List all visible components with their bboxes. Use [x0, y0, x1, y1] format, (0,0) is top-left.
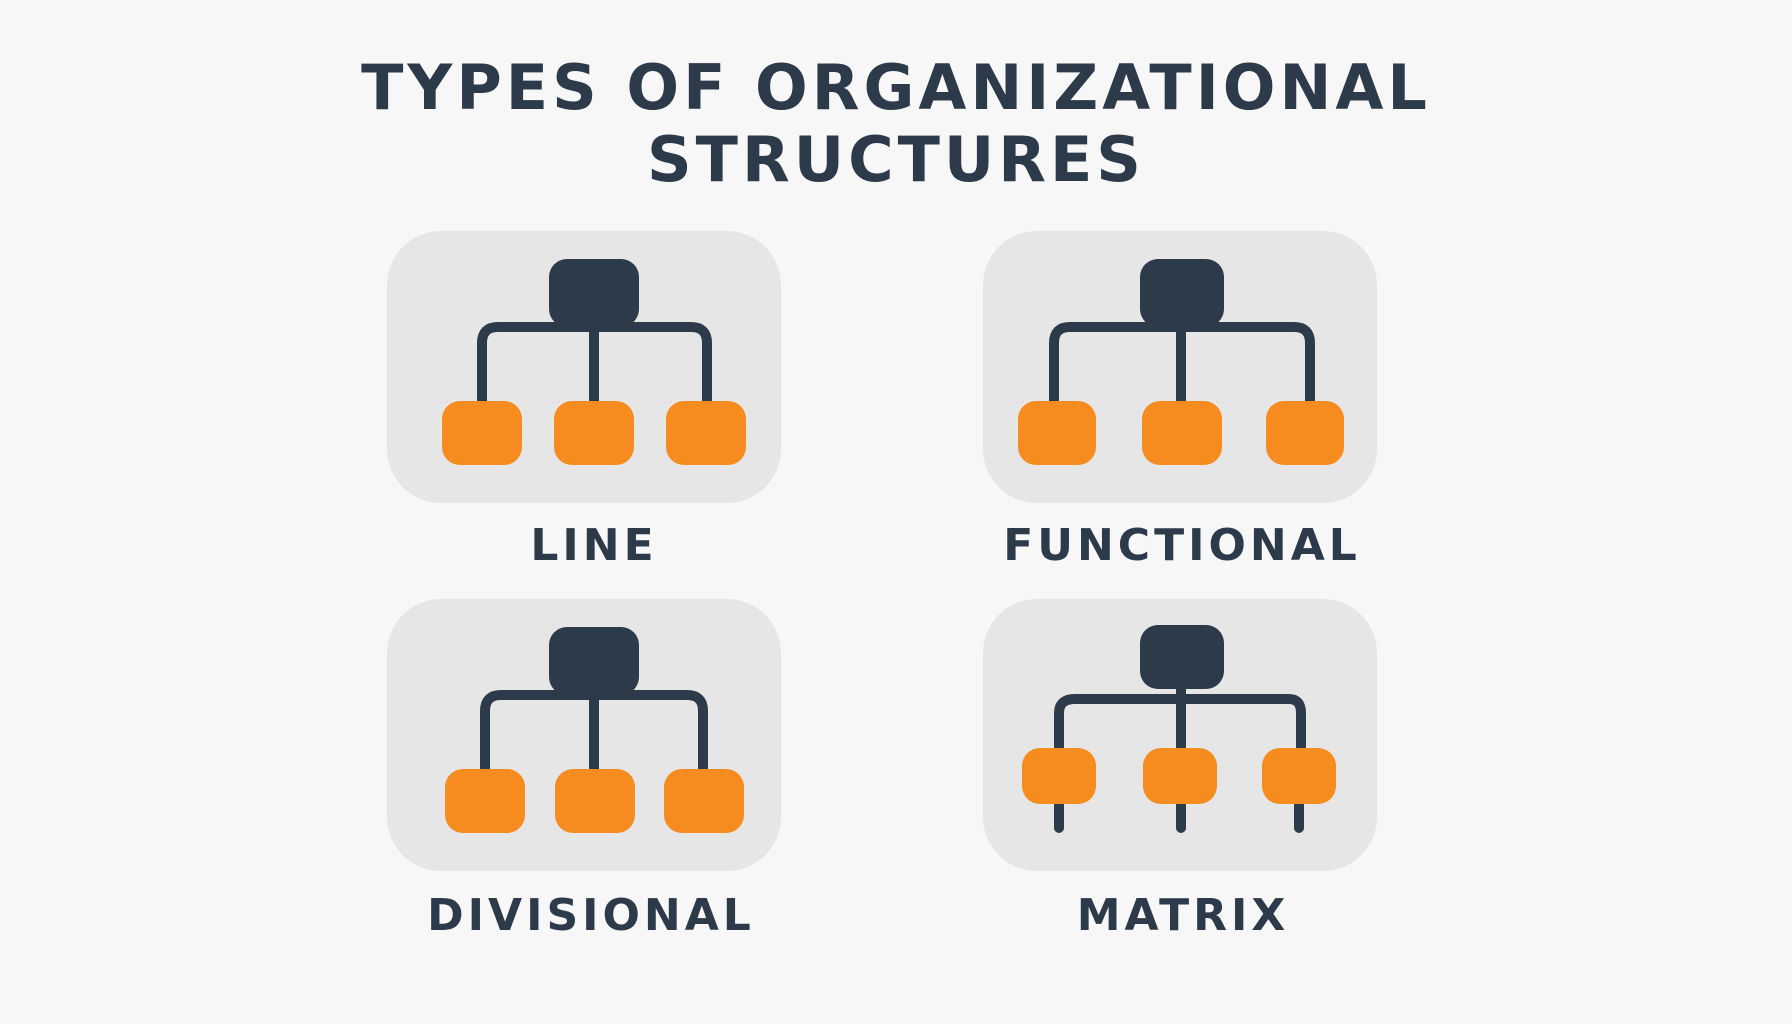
child-node-1	[1018, 401, 1096, 465]
child-node-1	[445, 769, 525, 833]
child-node-2	[1142, 401, 1222, 465]
card-divisional	[387, 599, 781, 871]
connector-branch	[1054, 694, 1306, 764]
head-node	[1140, 259, 1224, 327]
org-chart-functional	[1018, 259, 1344, 465]
title-line-1: TYPES OF ORGANIZATIONAL	[361, 51, 1431, 124]
child-node-3	[664, 769, 744, 833]
label-line: LINE	[530, 520, 658, 571]
child-node-1	[1022, 748, 1096, 804]
page-title: TYPES OF ORGANIZATIONAL STRUCTURES	[0, 52, 1792, 196]
label-matrix: MATRIX	[1076, 890, 1290, 941]
org-chart-line	[442, 259, 746, 465]
head-node	[1140, 625, 1224, 689]
label-divisional: DIVISIONAL	[427, 890, 755, 941]
child-node-2	[554, 401, 634, 465]
title-line-2: STRUCTURES	[647, 123, 1145, 196]
child-node-3	[1266, 401, 1344, 465]
head-node	[549, 627, 639, 695]
card-line	[387, 231, 781, 503]
child-node-1	[442, 401, 522, 465]
org-chart-divisional	[445, 627, 744, 833]
label-functional: FUNCTIONAL	[1003, 520, 1361, 571]
child-node-2	[555, 769, 635, 833]
card-matrix	[983, 599, 1377, 871]
card-functional	[983, 231, 1377, 503]
child-node-3	[1262, 748, 1336, 804]
org-chart-matrix	[1022, 625, 1336, 833]
child-node-3	[666, 401, 746, 465]
child-node-2	[1143, 748, 1217, 804]
head-node	[549, 259, 639, 327]
